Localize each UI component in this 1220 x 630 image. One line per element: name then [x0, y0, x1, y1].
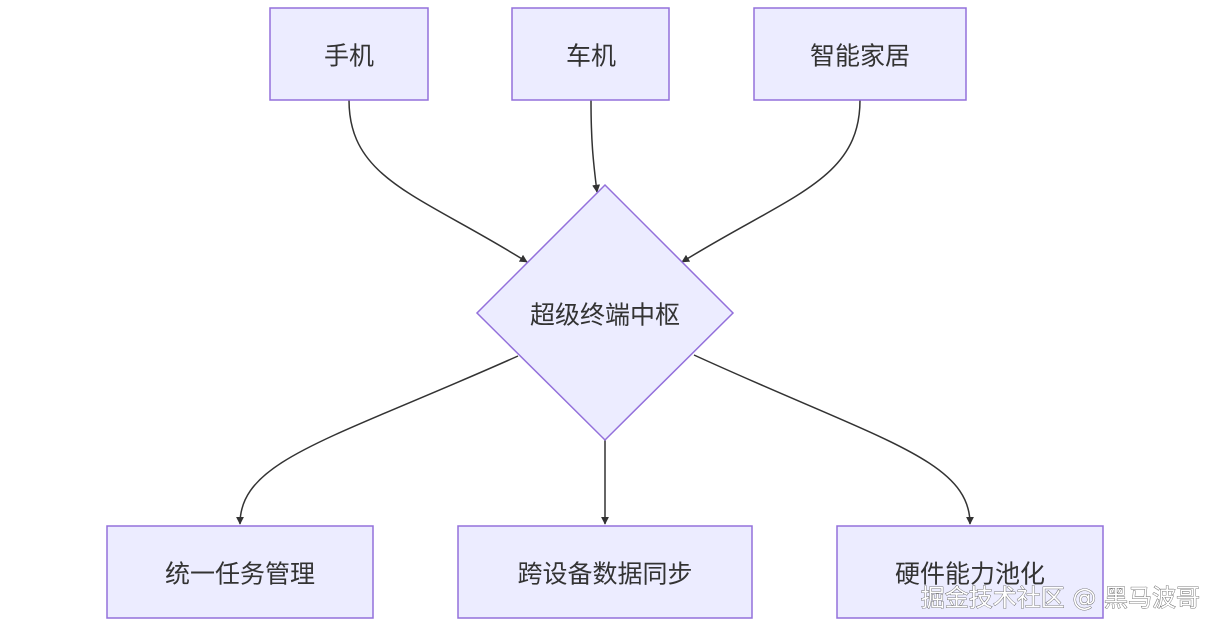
node-car-label: 车机 — [566, 42, 616, 71]
node-data-sync-label: 跨设备数据同步 — [517, 560, 692, 589]
node-smart-home-label: 智能家居 — [810, 42, 910, 71]
edges — [236, 99, 974, 525]
edge-car-to-hub — [590, 99, 601, 193]
node-hw-pool: 硬件能力池化 — [836, 525, 1104, 619]
watermark-text: 掘金技术社区 @ 黑马波哥 — [921, 584, 1200, 612]
node-data-sync: 跨设备数据同步 — [457, 525, 753, 619]
edge-hub-to-hw-pool — [693, 354, 974, 525]
node-smart-home: 智能家居 — [753, 7, 967, 101]
node-phone-label: 手机 — [324, 42, 374, 71]
node-task-mgmt: 统一任务管理 — [106, 525, 374, 619]
edge-hub-to-task-mgmt — [236, 355, 519, 525]
node-hw-pool-label: 硬件能力池化 — [895, 560, 1045, 589]
node-task-mgmt-label: 统一任务管理 — [165, 560, 315, 589]
node-hub-label: 超级终端中枢 — [530, 301, 680, 330]
node-phone: 手机 — [269, 7, 429, 101]
node-hub: 超级终端中枢 — [475, 183, 735, 442]
node-car: 车机 — [511, 7, 670, 101]
edge-smart-home-to-hub — [681, 99, 861, 263]
edge-phone-to-hub — [348, 99, 528, 263]
